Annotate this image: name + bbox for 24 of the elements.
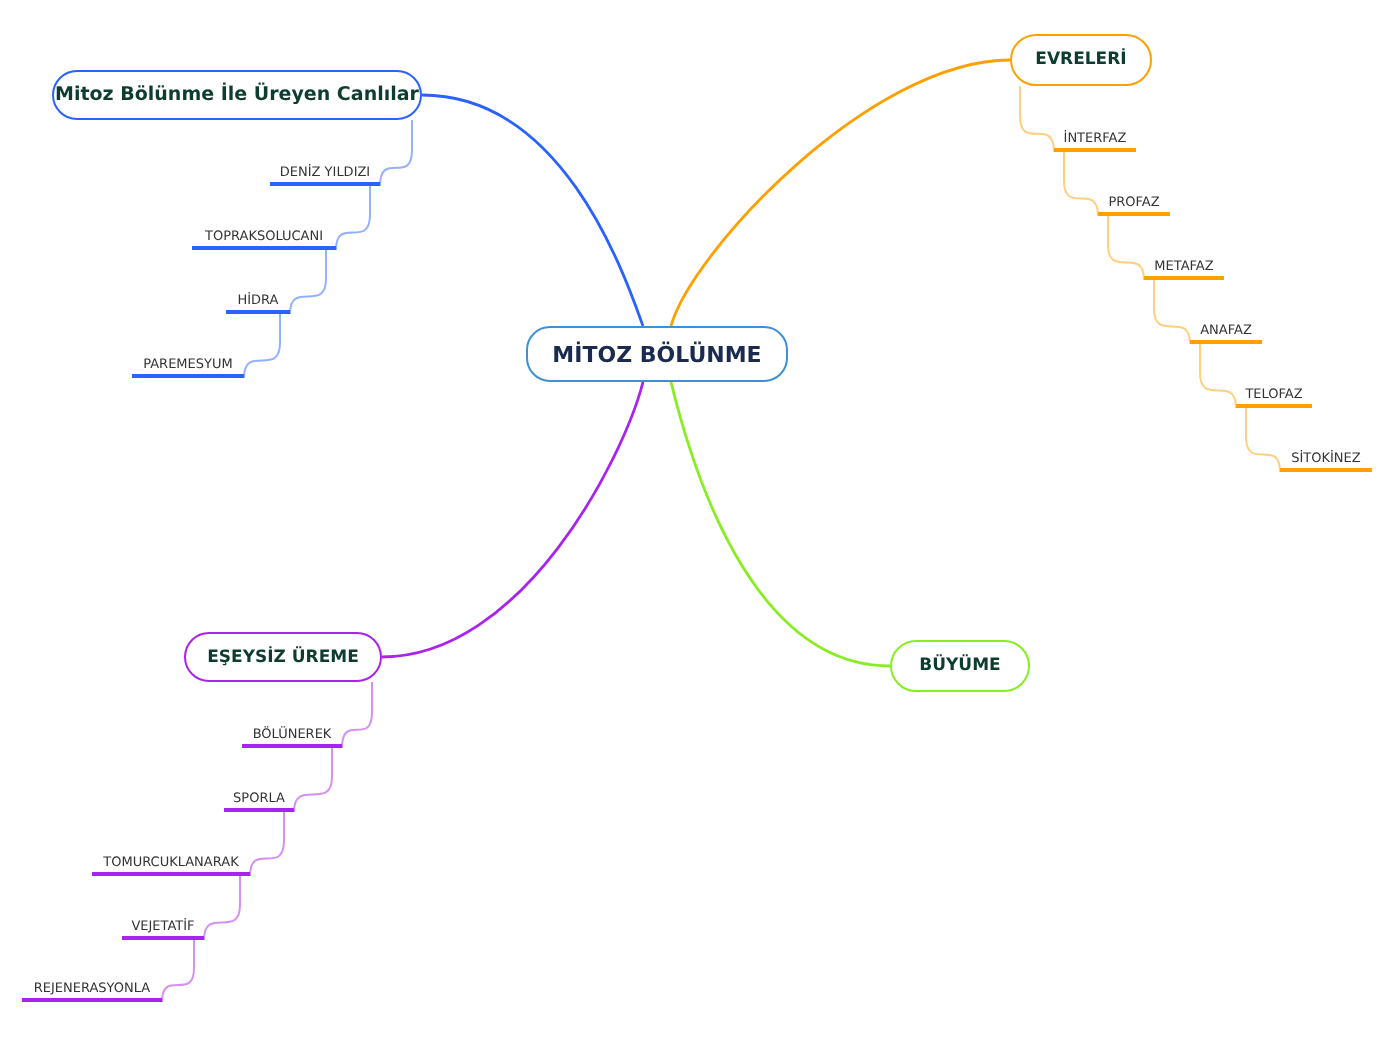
connector-line bbox=[379, 119, 413, 187]
connector-line bbox=[421, 93, 645, 327]
connector-line bbox=[669, 381, 891, 668]
connector-line bbox=[1063, 151, 1099, 217]
connector-line bbox=[1199, 343, 1237, 409]
connector-line bbox=[243, 313, 281, 379]
connector-line bbox=[161, 939, 195, 1003]
connector-line bbox=[335, 185, 371, 251]
branch-topic: BÜYÜME bbox=[890, 640, 1030, 692]
connector-line bbox=[341, 681, 373, 749]
connector-line bbox=[203, 875, 241, 941]
connector-line bbox=[1245, 407, 1281, 473]
connector-line bbox=[293, 747, 333, 813]
connector-line bbox=[381, 381, 645, 659]
branch-topic: EVRELERİ bbox=[1010, 34, 1152, 86]
central-topic: MİTOZ BÖLÜNME bbox=[526, 326, 788, 382]
connector-line bbox=[249, 811, 285, 877]
connector-line bbox=[1153, 279, 1191, 345]
connector-line bbox=[289, 249, 327, 315]
branch-topic: EŞEYSİZ ÜREME bbox=[184, 632, 382, 682]
branch-topic: Mitoz Bölünme İle Üreyen Canlılar bbox=[52, 70, 422, 120]
connector-line bbox=[1019, 85, 1055, 153]
connector-line bbox=[1107, 215, 1145, 281]
connector-line bbox=[669, 58, 1011, 327]
